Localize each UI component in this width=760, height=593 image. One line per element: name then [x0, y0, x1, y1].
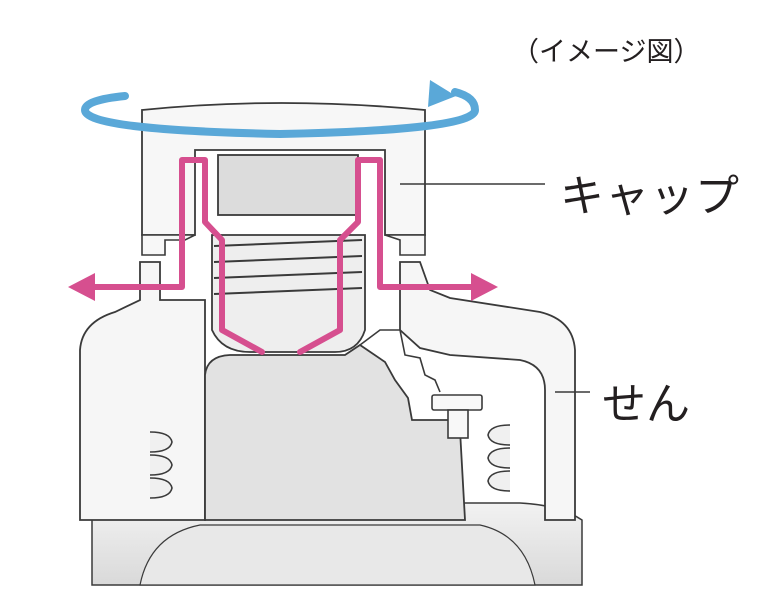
cap-label: キャップ: [560, 171, 740, 222]
valve-knob: [431, 394, 483, 439]
plug-ribs-left: [149, 431, 173, 499]
pressure-arrow-left: [68, 273, 95, 301]
rotation-arrow: [80, 80, 480, 139]
pressure-line: [85, 157, 483, 355]
cap-top: [141, 102, 426, 236]
plug-inner-chamber: [204, 343, 466, 521]
cap-inner-block: [217, 154, 359, 216]
plug-outer-body-right: [399, 261, 576, 521]
plug-outer-body: [79, 261, 206, 521]
plug-label: せん: [602, 379, 690, 430]
plug-ribs-right: [487, 424, 511, 492]
bottle-neck-inner: [139, 524, 536, 586]
plug-step-detail: [359, 329, 441, 393]
pressure-arrow-right: [471, 273, 498, 301]
cap-skirt: [141, 234, 426, 256]
illustration-note: （イメージ図）: [512, 37, 701, 68]
plug-neck: [211, 234, 366, 353]
